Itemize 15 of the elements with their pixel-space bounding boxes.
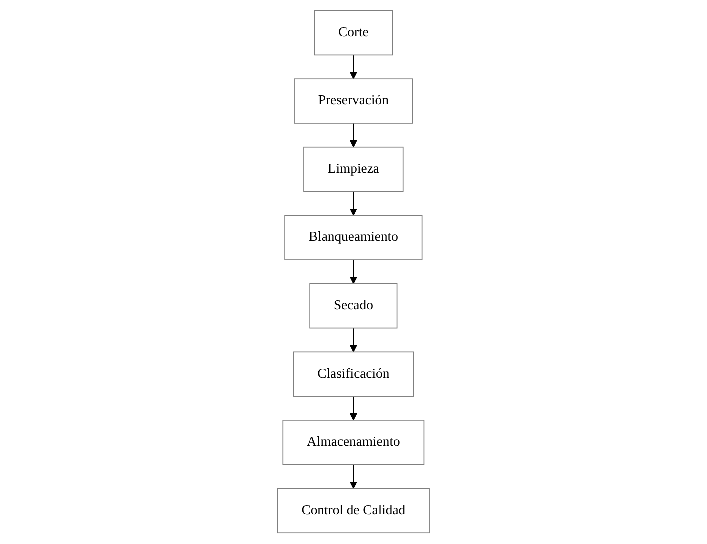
arrow (350, 328, 358, 353)
arrow (350, 124, 358, 148)
arrow (350, 464, 358, 490)
arrow (350, 192, 358, 216)
node-box: Corte (314, 10, 393, 56)
node-box: Preservación (294, 78, 414, 124)
node-box: Control de Calidad (277, 488, 430, 534)
node-box: Almacenamiento (282, 420, 424, 466)
arrow (350, 396, 358, 421)
arrow (350, 55, 358, 80)
node-box: Blanqueamiento (284, 215, 423, 260)
node-box: Limpieza (303, 146, 404, 192)
node-box: Clasificación (293, 352, 414, 398)
arrow (350, 260, 358, 284)
node-box: Secado (309, 284, 398, 329)
